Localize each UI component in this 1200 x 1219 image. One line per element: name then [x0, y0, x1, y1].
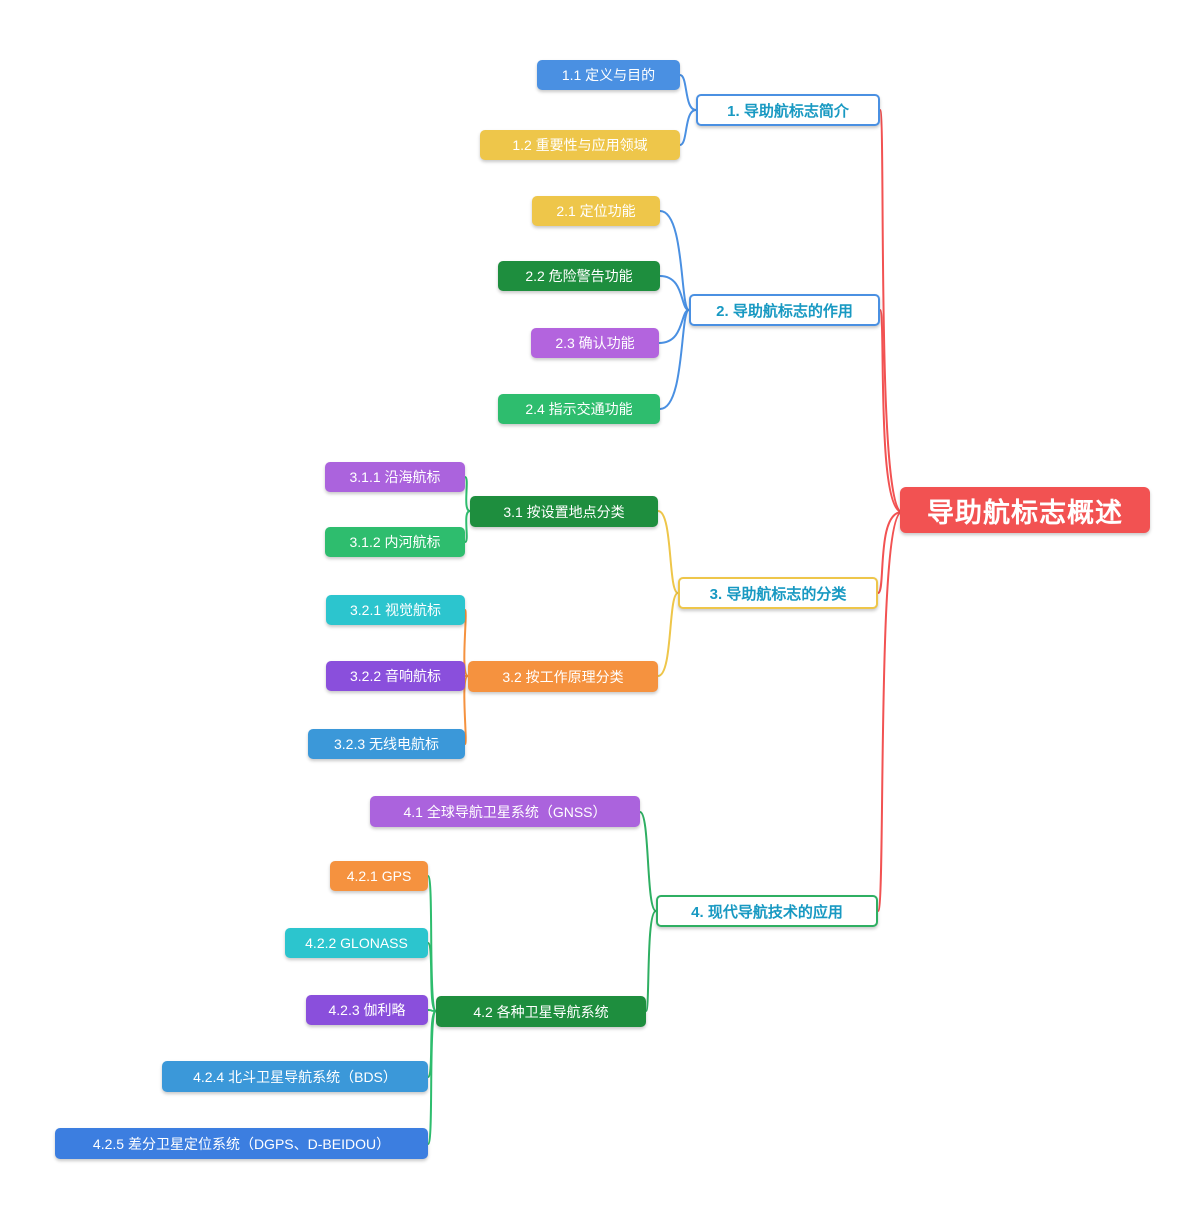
node-1-1[interactable]: 1.1 定义与目的 — [537, 60, 680, 90]
node-3-1-2[interactable]: 3.1.2 内河航标 — [325, 527, 465, 557]
node-4-2-5[interactable]: 4.2.5 差分卫星定位系统（DGPS、D-BEIDOU） — [55, 1128, 428, 1159]
branch-node-1[interactable]: 1. 导助航标志简介 — [696, 94, 880, 126]
connector-b2-2-2 — [659, 275, 690, 311]
node-3-2-1[interactable]: 3.2.1 视觉航标 — [326, 595, 465, 625]
node-3-1[interactable]: 3.1 按设置地点分类 — [470, 496, 658, 527]
connector-3-2-3-2-1 — [463, 609, 469, 677]
node-4-2[interactable]: 4.2 各种卫星导航系统 — [436, 996, 646, 1027]
connector-root-branch4 — [877, 511, 903, 912]
connector-b4-4-1 — [639, 811, 657, 912]
connector-3-2-3-2-3 — [463, 675, 469, 745]
connector-4-2-4-2-5 — [427, 1010, 437, 1145]
node-3-2[interactable]: 3.2 按工作原理分类 — [468, 661, 658, 692]
node-2-1[interactable]: 2.1 定位功能 — [532, 196, 660, 226]
node-4-2-4[interactable]: 4.2.4 北斗卫星导航系统（BDS） — [162, 1061, 428, 1092]
node-4-2-1[interactable]: 4.2.1 GPS — [330, 861, 428, 891]
node-3-1-1[interactable]: 3.1.1 沿海航标 — [325, 462, 465, 492]
node-3-2-3[interactable]: 3.2.3 无线电航标 — [308, 729, 465, 759]
branch-node-2[interactable]: 2. 导助航标志的作用 — [689, 294, 880, 326]
node-2-2[interactable]: 2.2 危险警告功能 — [498, 261, 660, 291]
connector-3-1-3-1-1 — [464, 476, 471, 512]
root-node[interactable]: 导助航标志概述 — [900, 487, 1150, 533]
connector-root-branch2 — [879, 309, 903, 513]
connector-4-2-4-2-2 — [427, 942, 437, 1012]
connector-3-1-3-1-2 — [464, 510, 471, 543]
branch-node-3[interactable]: 3. 导助航标志的分类 — [678, 577, 878, 609]
connector-root-branch1 — [879, 109, 903, 513]
connector-b2-2-4 — [659, 309, 690, 410]
node-3-2-2[interactable]: 3.2.2 音响航标 — [326, 661, 465, 691]
connector-b3-3-1 — [657, 510, 679, 594]
connector-b4-4-2 — [645, 910, 657, 1012]
node-1-2[interactable]: 1.2 重要性与应用领域 — [480, 130, 680, 160]
connector-root-branch3 — [877, 511, 903, 594]
node-2-3[interactable]: 2.3 确认功能 — [531, 328, 659, 358]
node-4-2-2[interactable]: 4.2.2 GLONASS — [285, 928, 428, 958]
connector-b3-3-2 — [657, 592, 679, 677]
node-4-2-3[interactable]: 4.2.3 伽利略 — [306, 995, 428, 1025]
node-4-1[interactable]: 4.1 全球导航卫星系统（GNSS） — [370, 796, 640, 827]
node-2-4[interactable]: 2.4 指示交通功能 — [498, 394, 660, 424]
branch-node-4[interactable]: 4. 现代导航技术的应用 — [656, 895, 878, 927]
connector-b2-2-1 — [659, 210, 690, 311]
connector-b1-1-1 — [679, 74, 697, 111]
connector-b1-1-2 — [679, 109, 697, 146]
